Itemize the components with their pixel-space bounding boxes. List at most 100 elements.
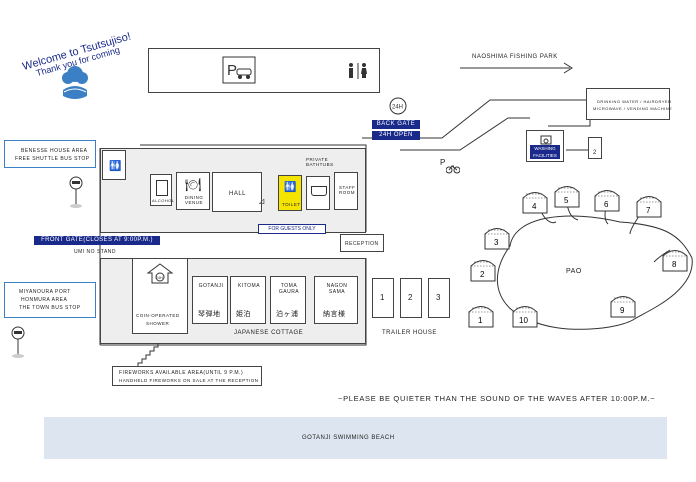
washing-info-box: DRINKING WATER / HAIRDRYER MICROWAVE / V…	[586, 88, 673, 120]
beach-label: GOTANJI SWIMMING BEACH	[302, 435, 395, 441]
benesse-bus-stop-box: BENESSE HOUSE AREA FREE SHUTTLE BUS STOP	[4, 140, 96, 168]
benesse-line1: BENESSE HOUSE AREA	[21, 148, 88, 154]
pao-yurt-unit: 2	[470, 260, 496, 282]
washing-label-line1: WASHING	[534, 146, 556, 151]
pao-yurt-number: 10	[519, 316, 528, 325]
fireworks-line1: FIREWORKS AVAILABLE AREA(UNTIL 9 P.M.)	[119, 370, 244, 376]
washing-badge-number: 2	[593, 150, 597, 156]
bus-stop-icon	[69, 176, 83, 208]
restroom-icon	[349, 63, 367, 79]
fireworks-area-box: FIREWORKS AVAILABLE AREA(UNTIL 9 P.M.) H…	[112, 366, 262, 386]
cottage-jp-name: 泊ヶ浦	[276, 311, 299, 318]
back-gate-label: BACK GATE	[372, 120, 420, 129]
stairs-icon: ⊿	[258, 196, 266, 206]
pao-yurt-number: 1	[478, 316, 483, 325]
svg-text:24H: 24H	[156, 275, 163, 280]
toilet-label: TOILET	[282, 202, 301, 207]
cottage-item: TOMA GAURA 泊ヶ浦	[270, 276, 306, 324]
restroom-small: 🚻	[102, 150, 126, 180]
cottage-en-name: NAGON SAMA	[326, 283, 348, 295]
washing-machine-icon	[540, 135, 552, 145]
trailer-number: 3	[436, 293, 441, 302]
stairs-icon	[137, 343, 159, 367]
washing-info-line1: DRINKING WATER / HAIRDRYER	[597, 99, 672, 104]
dining-label: DINING VENUE	[184, 195, 204, 205]
cottage-item: KITOMA 姫泊	[230, 276, 266, 324]
restroom-icon: 🚻	[109, 161, 122, 172]
svg-text:24H: 24H	[392, 105, 403, 111]
alcohol-area: ALCOHOL	[150, 174, 175, 206]
cottage-item: NAGON SAMA 納言様	[314, 276, 358, 324]
pao-yurt-number: 7	[646, 206, 651, 215]
staff-room: STAFF ROOM	[334, 172, 358, 210]
pao-yurt-number: 3	[494, 238, 499, 247]
washing-facilities-label: WASHING FACILITIES	[530, 145, 560, 159]
trailer-house-unit: 1	[372, 278, 394, 318]
miyanoura-line2: HONMURA AREA	[21, 297, 68, 303]
cottage-en-name: TOMA GAURA	[278, 283, 300, 295]
cottage-en-name: KITOMA	[237, 283, 261, 289]
pao-yurt-number: 8	[672, 260, 677, 269]
washing-info-line2: MICROWAVE / VENDING MACHINE	[593, 106, 673, 111]
shower-line1: COIN-OPERATED	[136, 313, 180, 318]
bicycle-icon	[446, 165, 460, 174]
24h-badge-icon: 24H	[389, 97, 407, 115]
bus-stop-icon	[11, 326, 25, 358]
pao-yurt-number: 9	[620, 306, 625, 315]
cutlery-icon: 🍽	[185, 177, 202, 192]
parking-area	[148, 48, 380, 93]
bathtub-icon	[311, 186, 327, 196]
cottage-en-name: GOTANJI	[198, 283, 224, 289]
coin-shower: 24H COIN-OPERATED SHOWER	[132, 258, 188, 334]
cottage-jp-name: 琴弾地	[198, 311, 221, 318]
miyanoura-line3: THE TOWN BUS STOP	[19, 305, 81, 311]
washing-label-line2: FACILITIES	[533, 153, 557, 158]
hall-label: HALL	[229, 191, 247, 197]
vending-machine-icon	[156, 180, 168, 196]
fireworks-line2: HANDHELD FIREWORKS ON SALE AT THE RECEPT…	[119, 378, 259, 383]
trailer-house-unit: 2	[400, 278, 422, 318]
umi-no-stand-label: UMI NO STAND	[74, 249, 117, 255]
pao-yurt-number: 2	[480, 270, 485, 279]
alcohol-label: ALCOHOL	[152, 198, 175, 203]
pao-yurt-number: 4	[532, 202, 537, 211]
pao-yurt-unit: 6	[594, 190, 620, 212]
washing-facilities: WASHING FACILITIES	[526, 130, 564, 162]
bike-parking-label: P	[440, 158, 446, 167]
trailer-number: 1	[380, 293, 385, 302]
pao-yurt-unit: 8	[662, 250, 688, 272]
resort-logo-icon	[62, 66, 88, 99]
washing-badge: 2	[588, 137, 602, 159]
pao-yurt-unit: 4	[522, 192, 548, 214]
reception-label: RECEPTION	[345, 241, 379, 247]
cottage-jp-name: 姫泊	[236, 311, 251, 318]
pao-yurt-unit: 1	[468, 306, 494, 328]
cottage-item: GOTANJI 琴弾地	[192, 276, 228, 324]
pao-yurt-unit: 5	[554, 186, 580, 208]
guests-only-label: FOR GUESTS ONLY	[258, 224, 326, 234]
reception: RECEPTION	[340, 234, 384, 252]
private-bath-label: PRIVATE BATHTUBS	[306, 157, 334, 167]
japanese-cottage-title: JAPANESE COTTAGE	[234, 330, 304, 336]
svg-text:P: P	[227, 62, 237, 79]
shower-line2: SHOWER	[146, 321, 170, 326]
toilet: 🚻 TOILET	[278, 175, 302, 211]
trailer-house-unit: 3	[428, 278, 450, 318]
back-gate-hours: 24H OPEN	[372, 131, 420, 140]
benesse-line2: FREE SHUTTLE BUS STOP	[15, 156, 90, 162]
restroom-icon: 🚻	[284, 182, 297, 193]
trailer-house-title: TRAILER HOUSE	[382, 330, 437, 336]
front-gate-label: FRONT GATE(CLOSES AT 9:00P.M.)	[34, 236, 160, 245]
miyanoura-line1: MIYANOURA PORT	[19, 289, 71, 295]
direction-arrow-icon	[460, 62, 573, 74]
pao-yurt-unit: 7	[636, 196, 662, 218]
pao-yurt-unit: 10	[512, 306, 538, 328]
cottage-jp-name: 納言様	[323, 311, 346, 318]
private-bathtubs	[306, 176, 330, 210]
quiet-notice: ~PLEASE BE QUIETER THAN THE SOUND OF THE…	[338, 394, 656, 403]
pao-yurt-number: 6	[604, 200, 609, 209]
pao-yurt-unit: 9	[610, 296, 636, 318]
pao-title: PAO	[566, 268, 582, 275]
swimming-beach: GOTANJI SWIMMING BEACH	[44, 417, 667, 459]
shower-icon: 24H	[147, 263, 173, 284]
